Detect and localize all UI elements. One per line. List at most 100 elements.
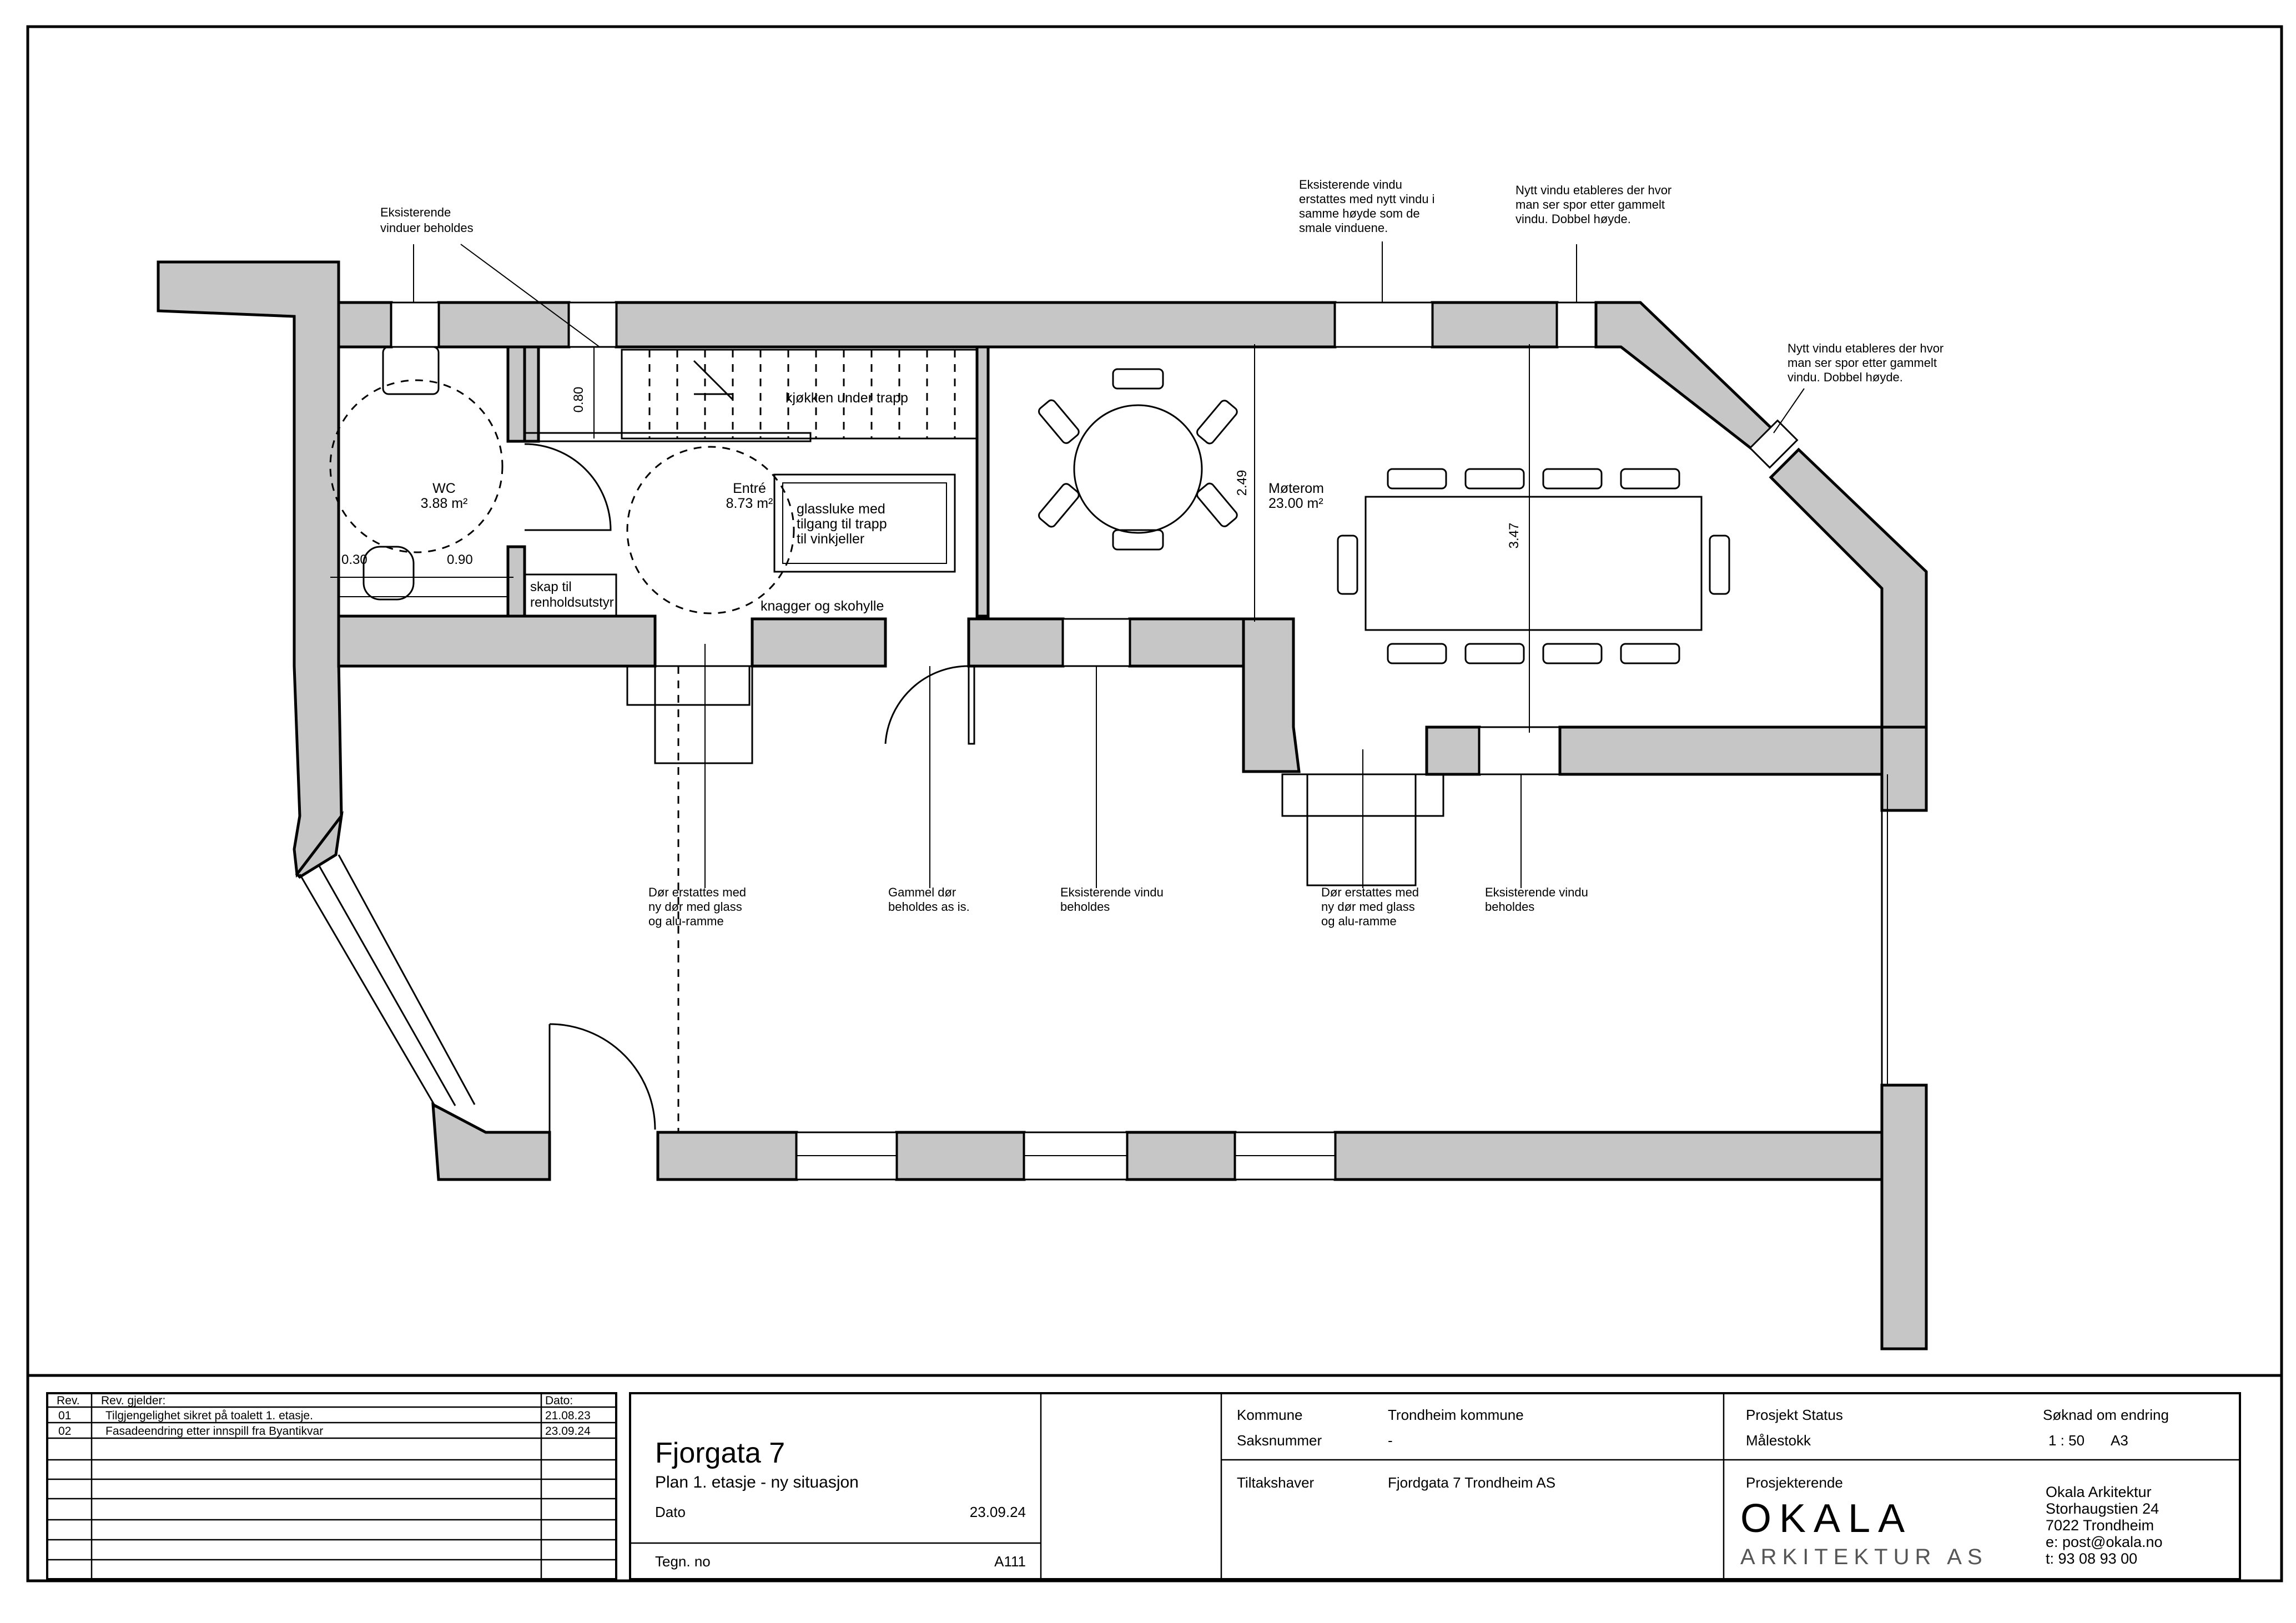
wall-mid-7 [1558, 725, 1884, 776]
rev-header-desc: Rev. gjelder: [101, 1394, 165, 1407]
window-top-3 [1334, 301, 1433, 348]
note-9: Eksisterende vindu beholdes [1485, 885, 1592, 914]
wall-mid-6 [1425, 725, 1481, 776]
round-chair-4 [1038, 483, 1080, 528]
wall-bot-2 [895, 1131, 1026, 1181]
glass-hatch [773, 473, 956, 573]
status-label: Prosjekt Status [1746, 1407, 1843, 1423]
revision-table: Rev. Rev. gjelder: Dato: 01 Tilgjengelig… [46, 1392, 617, 1580]
floor-plan: WC 3.88 m² Entré 8.73 m² Møterom 23.00 m… [157, 178, 1947, 1350]
wall-top-1 [337, 301, 393, 349]
label-glassluke-3: til vinkjeller [797, 531, 864, 547]
rev-row-2-desc: Fasadeendring etter innspill fra Byantik… [105, 1425, 323, 1438]
round-table [1073, 404, 1203, 534]
label-kjokken: kjøkken under trapp [786, 390, 908, 406]
round-chair-6 [1196, 482, 1238, 527]
wall-right-bottom [1880, 1083, 1928, 1350]
drawing-no-label: Tegn. no [655, 1553, 711, 1570]
wall-top-4 [1431, 301, 1559, 349]
room-entre-name: Entré [733, 481, 766, 496]
door-step-1 [626, 665, 751, 706]
stair-bottom-rail [523, 432, 812, 442]
mt-chair-7 [1542, 643, 1603, 664]
mt-chair-4 [1620, 468, 1680, 490]
rev-row-2-date: 23.09.24 [545, 1425, 591, 1438]
kommune-label: Kommune [1237, 1407, 1303, 1423]
saksnummer-value: - [1388, 1432, 1393, 1449]
firm-phone: t: 93 08 93 00 [2046, 1550, 2137, 1567]
dim-030: 0.30 [341, 552, 367, 567]
saksnummer-label: Saksnummer [1237, 1432, 1322, 1449]
round-table-group [1038, 368, 1238, 551]
wall-wc-right-top [506, 345, 526, 443]
mt-chair-10 [1709, 535, 1730, 595]
tiltakshaver-value: Fjordgata 7 Trondheim AS [1388, 1474, 1555, 1491]
glass-hatch-inner [782, 482, 947, 564]
door-swing-2 [884, 665, 969, 744]
door-leaf-2 [968, 665, 975, 745]
wall-right-angle-1 [1594, 301, 1779, 457]
title-block: Fjorgata 7 Plan 1. etasje - ny situasjon… [629, 1392, 2241, 1580]
stair-treads [648, 350, 956, 438]
mt-chair-9 [1337, 535, 1358, 595]
round-chair-1 [1112, 368, 1164, 390]
firm-name: Okala Arkitektur [2046, 1484, 2152, 1500]
dim-347: 3.47 [1507, 523, 1522, 549]
dim-080: 0.80 [571, 387, 586, 413]
room-entre-area: 8.73 m² [726, 496, 773, 511]
note-6: Gammel dør beholdes as is. [888, 885, 970, 914]
window-left-bay-inner [338, 854, 476, 1105]
wall-left-bottom [431, 1102, 551, 1181]
leader-lines [413, 241, 1805, 888]
date-value: 23.09.24 [970, 1504, 1026, 1520]
note-1: Eksisterende vinduer beholdes [380, 205, 474, 235]
wc-basin [382, 346, 440, 395]
label-glassluke-1: glassluke med [797, 501, 885, 517]
stair-outline [621, 349, 978, 440]
entre-turning-circle [626, 446, 795, 614]
status-value: Søknad om endring [2043, 1407, 2169, 1423]
note-5: Dør erstattes med ny dør med glass og al… [648, 885, 749, 928]
wc-turning-circle [329, 379, 503, 553]
wc-door-swing [524, 443, 612, 531]
label-knagger: knagger og skohylle [761, 598, 884, 614]
note-7: Eksisterende vindu beholdes [1060, 885, 1167, 914]
room-moterom-area: 23.00 m² [1268, 496, 1323, 511]
drawing-no-value: A111 [994, 1553, 1026, 1570]
stair [523, 349, 978, 442]
cleaning-closet [523, 573, 617, 617]
date-label: Dato [655, 1504, 686, 1520]
wall-stair-left [523, 345, 540, 443]
rev-row-1-desc: Tilgjengelighet sikret på toalett 1. eta… [105, 1409, 313, 1422]
wall-mid-8 [1880, 725, 1928, 812]
logo-main: OKALA [1740, 1496, 1912, 1541]
kommune-value: Trondheim kommune [1388, 1407, 1524, 1423]
scale-label: Målestokk [1746, 1432, 1811, 1449]
note-8: Dør erstattes med ny dør med glass og al… [1321, 885, 1422, 928]
wall-left-bay [295, 810, 344, 879]
mt-chair-3 [1542, 468, 1603, 490]
mt-chair-1 [1387, 468, 1447, 490]
round-chair-2 [1112, 529, 1164, 551]
wall-mid-2 [751, 617, 887, 668]
meeting-table-group [1337, 468, 1730, 664]
dim-090: 0.90 [447, 552, 473, 567]
note-4: Nytt vindu etableres der hvor man ser sp… [1788, 341, 1947, 384]
window-mid-2 [1478, 726, 1561, 775]
sheet-title: Plan 1. etasje - ny situasjon [655, 1473, 859, 1491]
firm-email: e: post@okala.no [2046, 1534, 2163, 1550]
mt-chair-6 [1464, 643, 1525, 664]
dim-249: 2.49 [1235, 470, 1250, 496]
round-chair-5 [1196, 400, 1238, 445]
meeting-table [1364, 496, 1703, 631]
window-top-4 [1556, 301, 1597, 348]
door-leaf-1 [654, 665, 753, 764]
wall-entre-right [975, 345, 990, 618]
wall-bot-4 [1333, 1131, 1884, 1181]
wc-toilet [362, 546, 415, 601]
label-skap-2: renholdsutstyr [530, 595, 614, 610]
rev-row-2-rev: 02 [58, 1425, 71, 1438]
wall-mid-1 [337, 614, 657, 668]
entre-fixtures [523, 446, 956, 617]
